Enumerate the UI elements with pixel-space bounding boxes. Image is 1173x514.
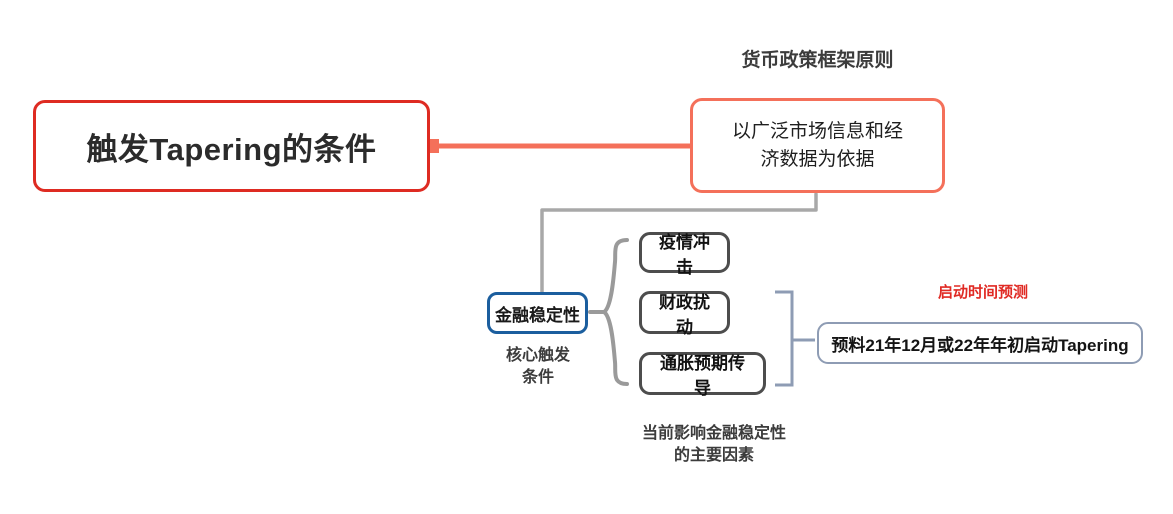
caption-monetary-policy-framework: 货币政策框架原则 <box>741 50 894 71</box>
node-financial-stability[interactable]: 金融稳定性 <box>487 292 588 334</box>
node-tapering-start-forecast[interactable]: 预料21年12月或22年年初启动Tapering <box>817 322 1143 364</box>
caption-main-factors-affecting-stability: 当前影响金融稳定性 的主要因素 <box>641 425 786 464</box>
node-root-trigger-conditions[interactable]: 触发Tapering的条件 <box>33 100 430 192</box>
node-policy-basis[interactable]: 以广泛市场信息和经 济数据为依据 <box>690 98 945 193</box>
caption-core-trigger-condition: 核心触发 条件 <box>505 347 570 386</box>
node-factor-fiscal-disturbance[interactable]: 财政扰动 <box>639 291 730 337</box>
connector-factors-to-prediction <box>775 290 815 387</box>
connector-root-to-principle <box>424 139 690 153</box>
caption-launch-time-forecast: 启动时间预测 <box>937 284 1028 301</box>
node-factor-inflation-expectation[interactable]: 通胀预期传导 <box>639 352 766 398</box>
node-factor-epidemic-shock[interactable]: 疫情冲击 <box>639 232 730 277</box>
